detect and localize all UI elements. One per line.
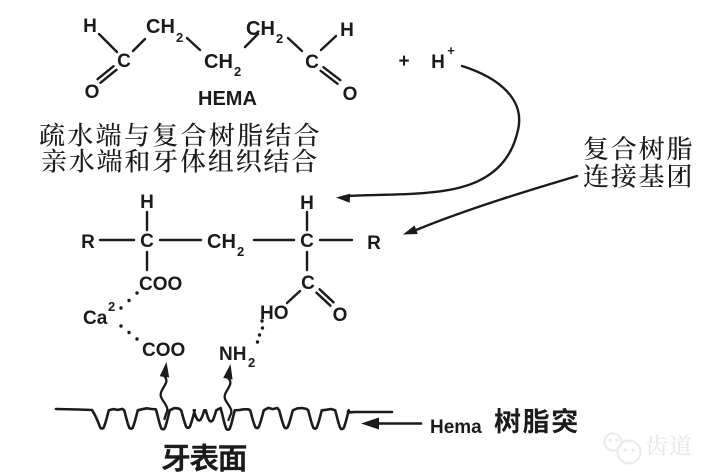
svg-text:+: + bbox=[398, 51, 409, 72]
svg-text:Hema: Hema bbox=[430, 417, 482, 438]
svg-text:C: C bbox=[117, 51, 131, 72]
svg-text:CH: CH bbox=[204, 51, 233, 73]
svg-text:Ca: Ca bbox=[83, 308, 108, 329]
svg-text:COO: COO bbox=[139, 274, 182, 295]
svg-text:O: O bbox=[343, 84, 358, 105]
svg-text:CH: CH bbox=[207, 231, 236, 253]
svg-text:HEMA: HEMA bbox=[198, 88, 257, 110]
svg-text:H: H bbox=[431, 52, 445, 73]
svg-text:R: R bbox=[81, 232, 95, 253]
svg-text:2: 2 bbox=[248, 355, 255, 370]
svg-text:CH: CH bbox=[246, 18, 275, 40]
svg-text:R: R bbox=[367, 233, 381, 254]
svg-text:2: 2 bbox=[234, 64, 241, 79]
svg-text:C: C bbox=[300, 231, 314, 252]
svg-text:O: O bbox=[85, 82, 100, 103]
svg-text:2: 2 bbox=[276, 31, 283, 46]
svg-text:2: 2 bbox=[108, 299, 115, 314]
svg-text:H: H bbox=[140, 192, 154, 213]
svg-text:H: H bbox=[340, 20, 354, 41]
svg-text:H: H bbox=[300, 193, 314, 214]
svg-text:NH: NH bbox=[219, 344, 246, 365]
svg-text:2: 2 bbox=[237, 244, 244, 259]
svg-text:COO: COO bbox=[142, 340, 185, 361]
svg-text:2: 2 bbox=[176, 30, 183, 45]
svg-text:C: C bbox=[301, 273, 315, 294]
svg-text:C: C bbox=[140, 231, 154, 252]
svg-text:CH: CH bbox=[146, 16, 175, 38]
svg-text:+: + bbox=[447, 43, 455, 58]
svg-text:O: O bbox=[333, 305, 348, 326]
svg-text:H: H bbox=[83, 16, 97, 37]
svg-text:HO: HO bbox=[260, 303, 289, 324]
svg-text:C: C bbox=[305, 52, 319, 73]
